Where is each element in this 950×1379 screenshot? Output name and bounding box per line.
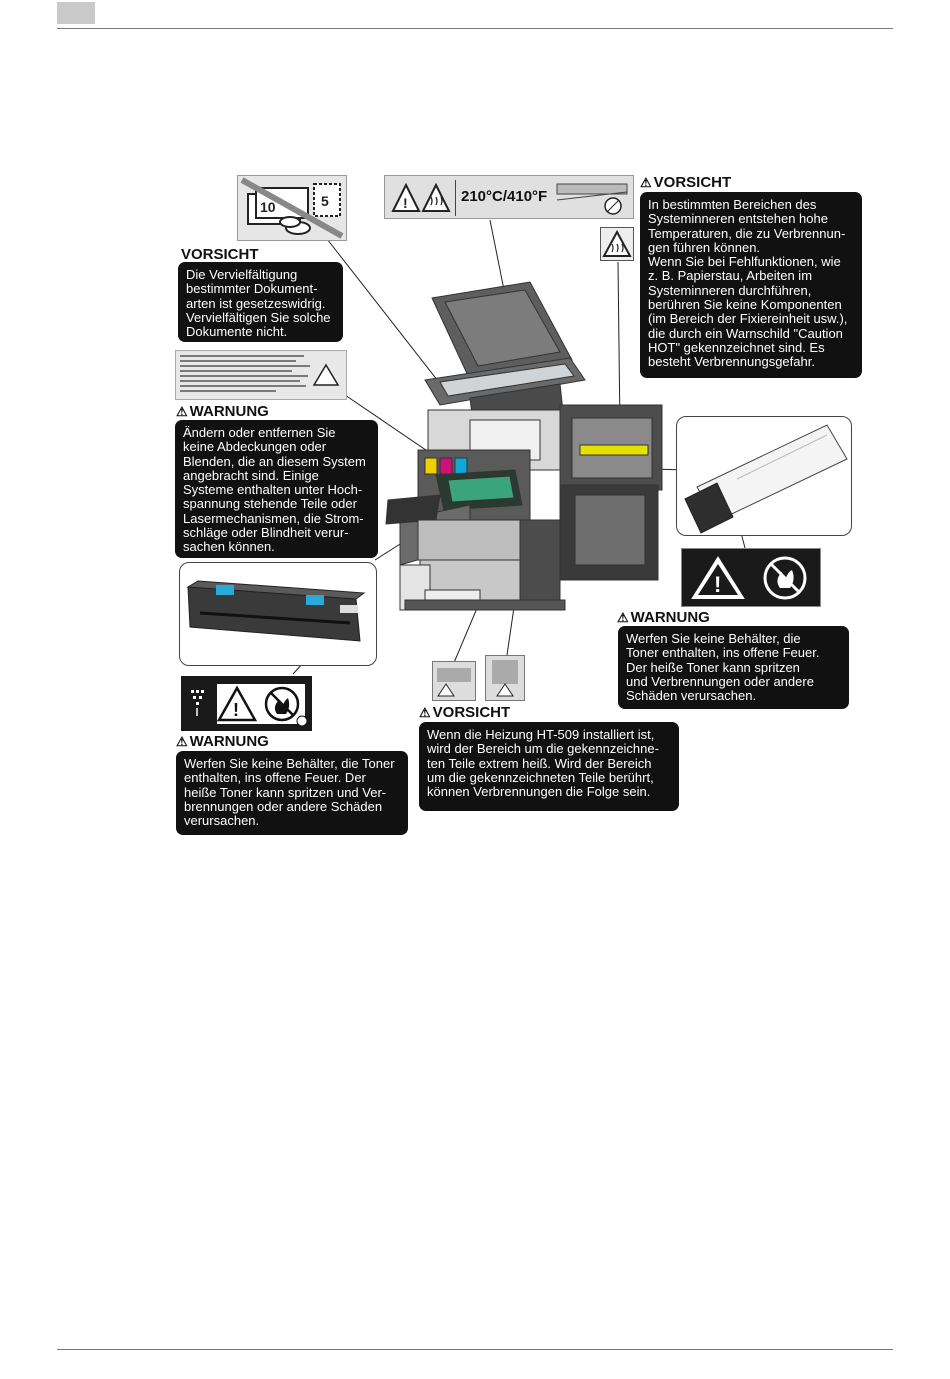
toner-warning-label-left: ! [181, 676, 312, 731]
svg-text:5: 5 [321, 193, 329, 209]
warning-triangle-icon: ⚠ [176, 734, 188, 749]
heading-warnung-toner-right: ⚠WARNUNG [617, 609, 710, 626]
text-line: die durch ein Warnschild "Caution [648, 325, 843, 341]
text-line: arten ist gesetzeswidrig. [186, 295, 326, 311]
text-line: Temperaturen, die zu Verbrennun- [648, 225, 846, 241]
text-line: z. B. Papierstau, Arbeiten im [648, 268, 813, 284]
text-line: besteht Verbrennungsgefahr. [648, 354, 815, 370]
text-line: Die Vervielfältigung [186, 267, 298, 282]
text-line: berühren Sie keine Komponenten [648, 297, 842, 313]
vorsicht-copy-box: Die Vervielfältigung bestimmter Dokument… [178, 262, 343, 342]
vorsicht-heater-box: Wenn die Heizung HT-509 installiert ist,… [419, 722, 679, 811]
svg-text:!: ! [403, 195, 408, 211]
warning-triangle-icon: ! [691, 556, 745, 599]
text-line: Lasermechanismen, die Strom- [183, 510, 364, 526]
text-line: Vervielfältigen Sie solche [186, 309, 331, 325]
warning-triangle-icon: ⚠ [640, 175, 652, 190]
hot-surface-icon [600, 227, 634, 261]
text-line: heiße Toner kann spritzen und Ver- [184, 784, 387, 800]
waste-toner-box-detail [179, 562, 377, 666]
text-line: Wenn die Heizung HT-509 installiert ist, [427, 727, 655, 742]
banknote-coins-stamp-icon: 10 5 [240, 177, 344, 239]
text-line: enthalten, ins offene Feuer. Der [184, 770, 366, 786]
warnung-toner-left-box: Werfen Sie keine Behälter, die Toner ent… [176, 751, 408, 835]
warning-triangle-icon: ⚠ [176, 404, 188, 419]
heading-warnung-toner-left: ⚠WARNUNG [176, 733, 269, 750]
text-line: angebracht sind. Einige [183, 467, 319, 483]
heading-warnung-covers: ⚠WARNUNG [176, 403, 269, 420]
text-line: In bestimmten Bereichen des [648, 197, 817, 212]
no-copy-money-label: 10 5 [237, 175, 347, 241]
text-line: Schäden verursachen. [626, 688, 757, 704]
text-line: verursachen. [184, 813, 260, 829]
vorsicht-hot-box: In bestimmten Bereichen des Systeminnere… [640, 192, 862, 378]
text-line: Blenden, die an diesem System [183, 453, 366, 469]
svg-text:10: 10 [260, 199, 276, 215]
heater-label-right [485, 655, 525, 701]
text-line: Werfen Sie keine Behälter, die [626, 631, 801, 646]
no-fire-icon [763, 556, 807, 600]
svg-text:!: ! [233, 700, 239, 720]
text-line: Ändern oder entfernen Sie [183, 425, 336, 440]
toner-cartridge-detail [676, 416, 852, 536]
text-line: wird der Bereich um die gekennzeichne- [427, 741, 659, 757]
text-line: Systeme enthalten unter Hoch- [183, 482, 363, 498]
warnung-covers-box: Ändern oder entfernen Sie keine Abdeckun… [175, 420, 378, 558]
text-line: Systeminneren durchführen, [648, 282, 812, 298]
heading-vorsicht-heater: ⚠VORSICHT [419, 704, 511, 721]
text-line: brennungen oder andere Schäden [184, 798, 383, 814]
text-line: (im Bereich der Fixiereinheit usw.), [648, 311, 848, 327]
text-line: sachen können. [183, 539, 275, 555]
text-line: HOT" gekennzeichnet sind. Es [648, 339, 825, 355]
toner-warning-label-right: ! [681, 548, 821, 607]
warning-triangle-icon: ! [391, 182, 451, 212]
heading-vorsicht-copy: VORSICHT [181, 246, 259, 263]
text-line: Wenn Sie bei Fehlfunktionen, wie [648, 254, 841, 270]
text-line: können Verbrennungen die Folge sein. [427, 784, 651, 800]
page-header-tab [57, 2, 95, 24]
hot-temperature-label: ! 210°C/410°F [384, 175, 634, 219]
header-rule [57, 28, 893, 29]
fuser-detail-icon [556, 183, 628, 215]
text-line: ten Teile extrem heiß. Wird der Bereich [427, 755, 652, 771]
warning-triangle-icon: ⚠ [617, 610, 629, 625]
footer-rule [57, 1349, 893, 1350]
text-line: keine Abdeckungen oder [183, 439, 327, 455]
svg-text:!: ! [714, 572, 721, 597]
laser-warning-label [175, 350, 347, 400]
text-line: spannung stehende Teile oder [183, 496, 357, 512]
warning-triangle-icon: ⚠ [419, 705, 431, 720]
text-line: Systeminneren entstehen hohe [648, 211, 828, 227]
text-line: Toner enthalten, ins offene Feuer. [626, 645, 820, 661]
text-line: Dokumente nicht. [186, 324, 288, 340]
text-line: schläge oder Blindheit verur- [183, 525, 349, 541]
text-line: Der heiße Toner kann spritzen [626, 659, 800, 675]
temperature-text: 210°C/410°F [461, 188, 548, 205]
text-line: bestimmter Dokument- [186, 281, 318, 297]
heading-vorsicht-hot: ⚠VORSICHT [640, 174, 732, 191]
text-line: Werfen Sie keine Behälter, die Toner [184, 756, 395, 771]
warnung-toner-right-box: Werfen Sie keine Behälter, die Toner ent… [618, 626, 849, 709]
heater-label-left [432, 661, 476, 701]
text-line: und Verbrennungen oder andere [626, 673, 814, 689]
text-line: um die gekennzeichneten Teile berührt, [427, 769, 654, 785]
text-line: gen führen können. [648, 239, 761, 255]
